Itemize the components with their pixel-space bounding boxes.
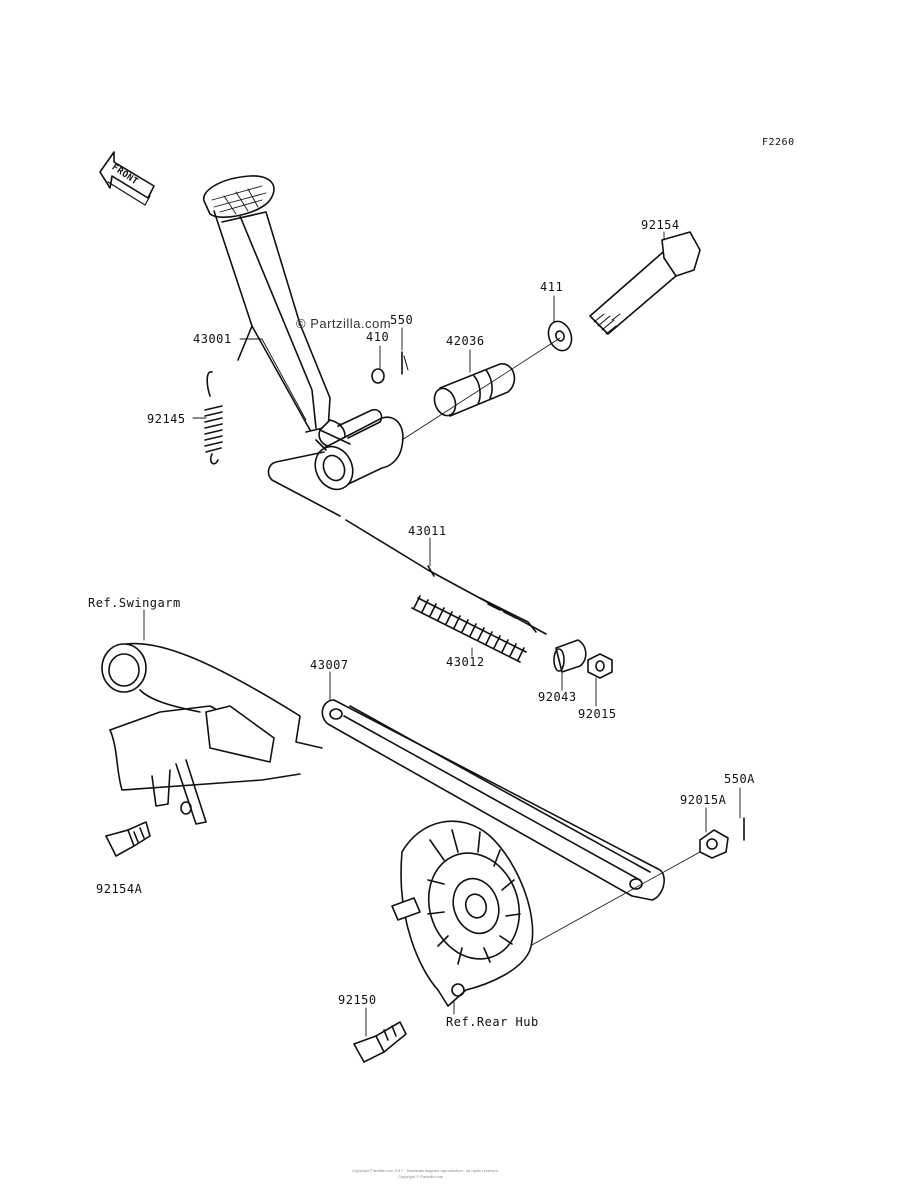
bolt-92150	[353, 1021, 407, 1063]
footer-line-1: Copyright Partzilla.com 2017 · Kawasaki …	[352, 1168, 498, 1173]
callout-411: 411	[540, 280, 564, 294]
callout-550A: 550A	[724, 772, 755, 786]
callout-550: 550	[390, 313, 414, 327]
callout-92154A: 92154A	[96, 882, 143, 896]
collar-42036	[433, 363, 516, 417]
leader-lines	[143, 231, 741, 1037]
joint-92043	[553, 639, 587, 673]
front-arrow-icon	[99, 151, 155, 206]
brake-panel-reference	[391, 820, 534, 1007]
nut-92015	[587, 653, 613, 679]
bolt-92154A	[105, 821, 151, 857]
callout-410: 410	[366, 330, 390, 344]
callout-43007: 43007	[310, 658, 349, 672]
callout-42036: 42036	[446, 334, 485, 348]
footer-line-2: Copyright © Partzilla.com	[398, 1174, 444, 1179]
bolt-92154	[589, 231, 701, 335]
ref-rear-hub: Ref.Rear Hub	[446, 1015, 539, 1029]
callout-43012: 43012	[446, 655, 485, 669]
callout-92154: 92154	[641, 218, 680, 232]
figure-code: F2260	[762, 137, 795, 148]
callout-92015A: 92015A	[680, 793, 727, 807]
callout-92145: 92145	[147, 412, 186, 426]
nut-92015A	[699, 829, 729, 859]
washer-410	[371, 368, 385, 384]
ref-swingarm: Ref.Swingarm	[88, 596, 181, 610]
callout-43001: 43001	[193, 332, 232, 346]
brake-pedal-43001	[202, 175, 346, 448]
callout-92150: 92150	[338, 993, 377, 1007]
callout-92043: 92043	[538, 690, 577, 704]
spring-92145	[204, 371, 223, 465]
spring-43012	[411, 595, 527, 663]
callout-92015: 92015	[578, 707, 617, 721]
brake-rod-43011	[267, 451, 547, 635]
swingarm-reference	[101, 642, 323, 825]
watermark: © Partzilla.com	[296, 316, 392, 331]
pedal-pivot-boss	[314, 408, 404, 491]
torque-link-43007	[321, 699, 665, 901]
washer-411	[547, 320, 573, 352]
callout-43011: 43011	[408, 524, 447, 538]
